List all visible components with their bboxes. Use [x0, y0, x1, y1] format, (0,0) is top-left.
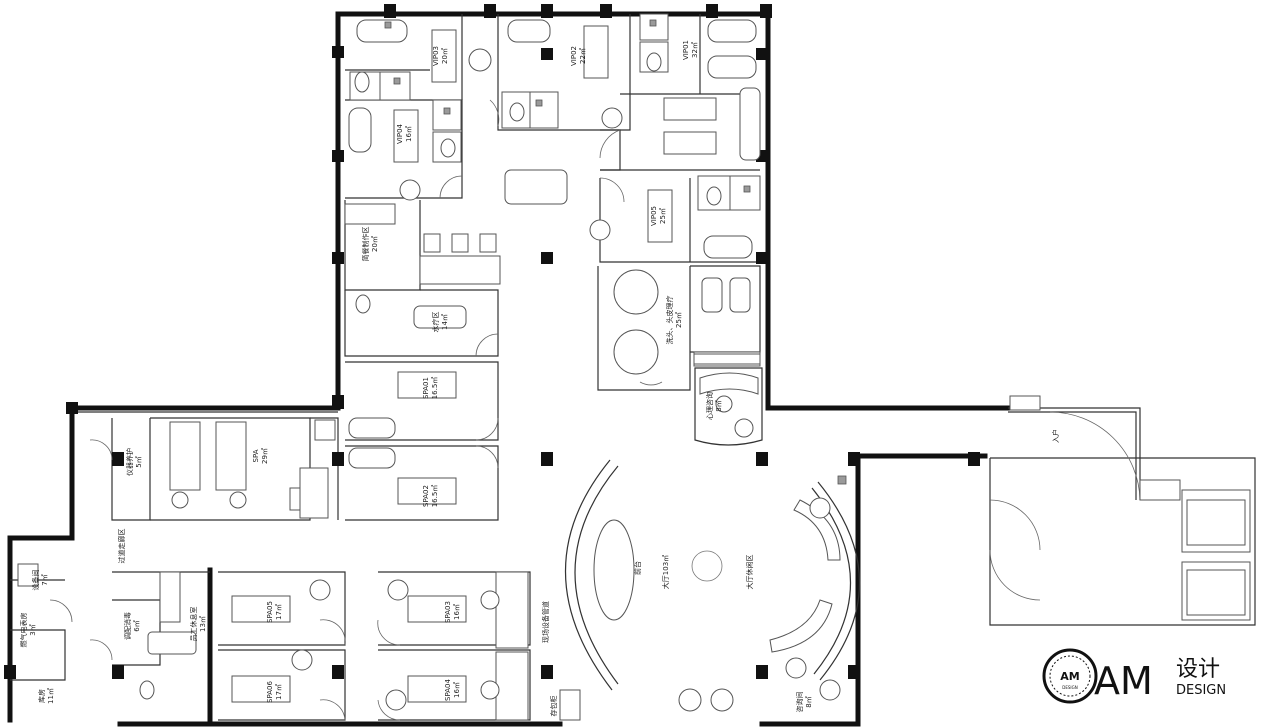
- room-spa06-area: 17㎡: [275, 684, 283, 700]
- room-consult-area: 8㎡: [805, 696, 813, 707]
- entrance-label: 入户: [1051, 429, 1060, 443]
- room-spa05-area: 17㎡: [275, 604, 283, 620]
- room-prep-label: 简餐制作区: [361, 227, 370, 262]
- room-vip05-area: 25㎡: [659, 208, 667, 224]
- room-spa06-label: SPA06: [266, 681, 274, 703]
- room-vip03-label: VIP03: [432, 46, 440, 66]
- room-spa03-area: 16㎡: [453, 604, 461, 620]
- room-vip04-label: VIP04: [396, 123, 404, 144]
- room-gas-label: 燃气电表房: [19, 613, 28, 648]
- room-prep-room-label: 调配消毒: [123, 612, 132, 640]
- room-vip04-area: 16㎡: [405, 126, 413, 142]
- room-equipment-area: 7㎡: [41, 574, 49, 585]
- logo-en: DESIGN: [1176, 683, 1226, 698]
- room-vip02-label: VIP02: [570, 46, 578, 66]
- structural-columns: [4, 4, 980, 679]
- logo-mark-sub: DESIGN: [1062, 685, 1077, 690]
- room-hair-area: 25㎡: [675, 312, 683, 328]
- logo-ring-outer: [1042, 648, 1098, 704]
- room-spa01-area: 16.5㎡: [431, 377, 439, 400]
- room-vip01-area: 32㎡: [691, 42, 699, 58]
- logo-brand: AM: [1094, 659, 1153, 703]
- reception-label: 前台: [633, 561, 642, 575]
- room-storage-label: 库房: [37, 689, 46, 703]
- logo-cn: 设计: [1176, 657, 1220, 682]
- corridor-label: 过道走廊区: [117, 529, 126, 564]
- room-bath-area: 14㎡: [441, 314, 449, 330]
- room-spa02-area: 16.5㎡: [431, 485, 439, 508]
- room-equipment-label: 设备间: [31, 570, 40, 591]
- room-bath-label: 水疗区: [431, 312, 440, 333]
- room-spa02-label: SPA02: [422, 485, 430, 507]
- interior-walls: [10, 14, 861, 721]
- room-storage-area: 11㎡: [47, 688, 55, 704]
- room-vip05-label: VIP05: [650, 206, 658, 226]
- grey-symbols: [384, 19, 847, 485]
- doors: [49, 99, 663, 721]
- storage-cabinet-label: 存包柜: [549, 696, 558, 717]
- logo-ring-inner: [1049, 655, 1091, 697]
- room-spa05-label: SPA05: [266, 601, 274, 623]
- room-spa-double-label: SPA: [252, 449, 260, 462]
- room-vip02-area: 22㎡: [579, 48, 587, 64]
- fixtures: [17, 13, 841, 721]
- hall-label: 大厅103㎡: [661, 555, 670, 589]
- entrance-annex: [989, 395, 1256, 626]
- room-lounge-area: 8㎡: [715, 400, 723, 411]
- room-prep-room-area: 6㎡: [133, 620, 141, 631]
- room-instrument-label: 仪器养护: [125, 448, 134, 476]
- am-design-logo: AM DESIGN AM 设计 DESIGN: [1042, 648, 1226, 704]
- room-spa03-label: SPA03: [444, 601, 452, 623]
- room-instrument-area: 5㎡: [135, 456, 143, 467]
- room-hair-label: 洗头、头皮理疗: [665, 296, 674, 345]
- site-equipment-label: 现场设备管道: [541, 601, 550, 643]
- room-staff-rest-label: 员工休息室: [189, 607, 198, 642]
- room-vip01-label: VIP01: [682, 40, 690, 60]
- room-spa04-area: 16㎡: [453, 682, 461, 698]
- room-labels: VIP03 20㎡ VIP02 22㎡ VIP01 32㎡ VIP04 16㎡ …: [19, 40, 1060, 716]
- room-spa04-label: SPA04: [444, 679, 452, 701]
- room-consult-label: 咨询间: [795, 692, 804, 713]
- hall-rest-label: 大厅休闲区: [745, 555, 754, 590]
- room-spa-double-area: 29㎡: [261, 448, 269, 464]
- room-lounge-label: 心理咨询: [705, 392, 714, 420]
- room-spa01-label: SPA01: [422, 377, 430, 399]
- logo-mark: AM: [1060, 670, 1079, 683]
- room-prep-area: 20㎡: [371, 236, 379, 252]
- room-vip03-area: 20㎡: [441, 48, 449, 64]
- room-staff-rest-area: 13㎡: [199, 616, 207, 632]
- room-gas-area: 3㎡: [29, 624, 37, 635]
